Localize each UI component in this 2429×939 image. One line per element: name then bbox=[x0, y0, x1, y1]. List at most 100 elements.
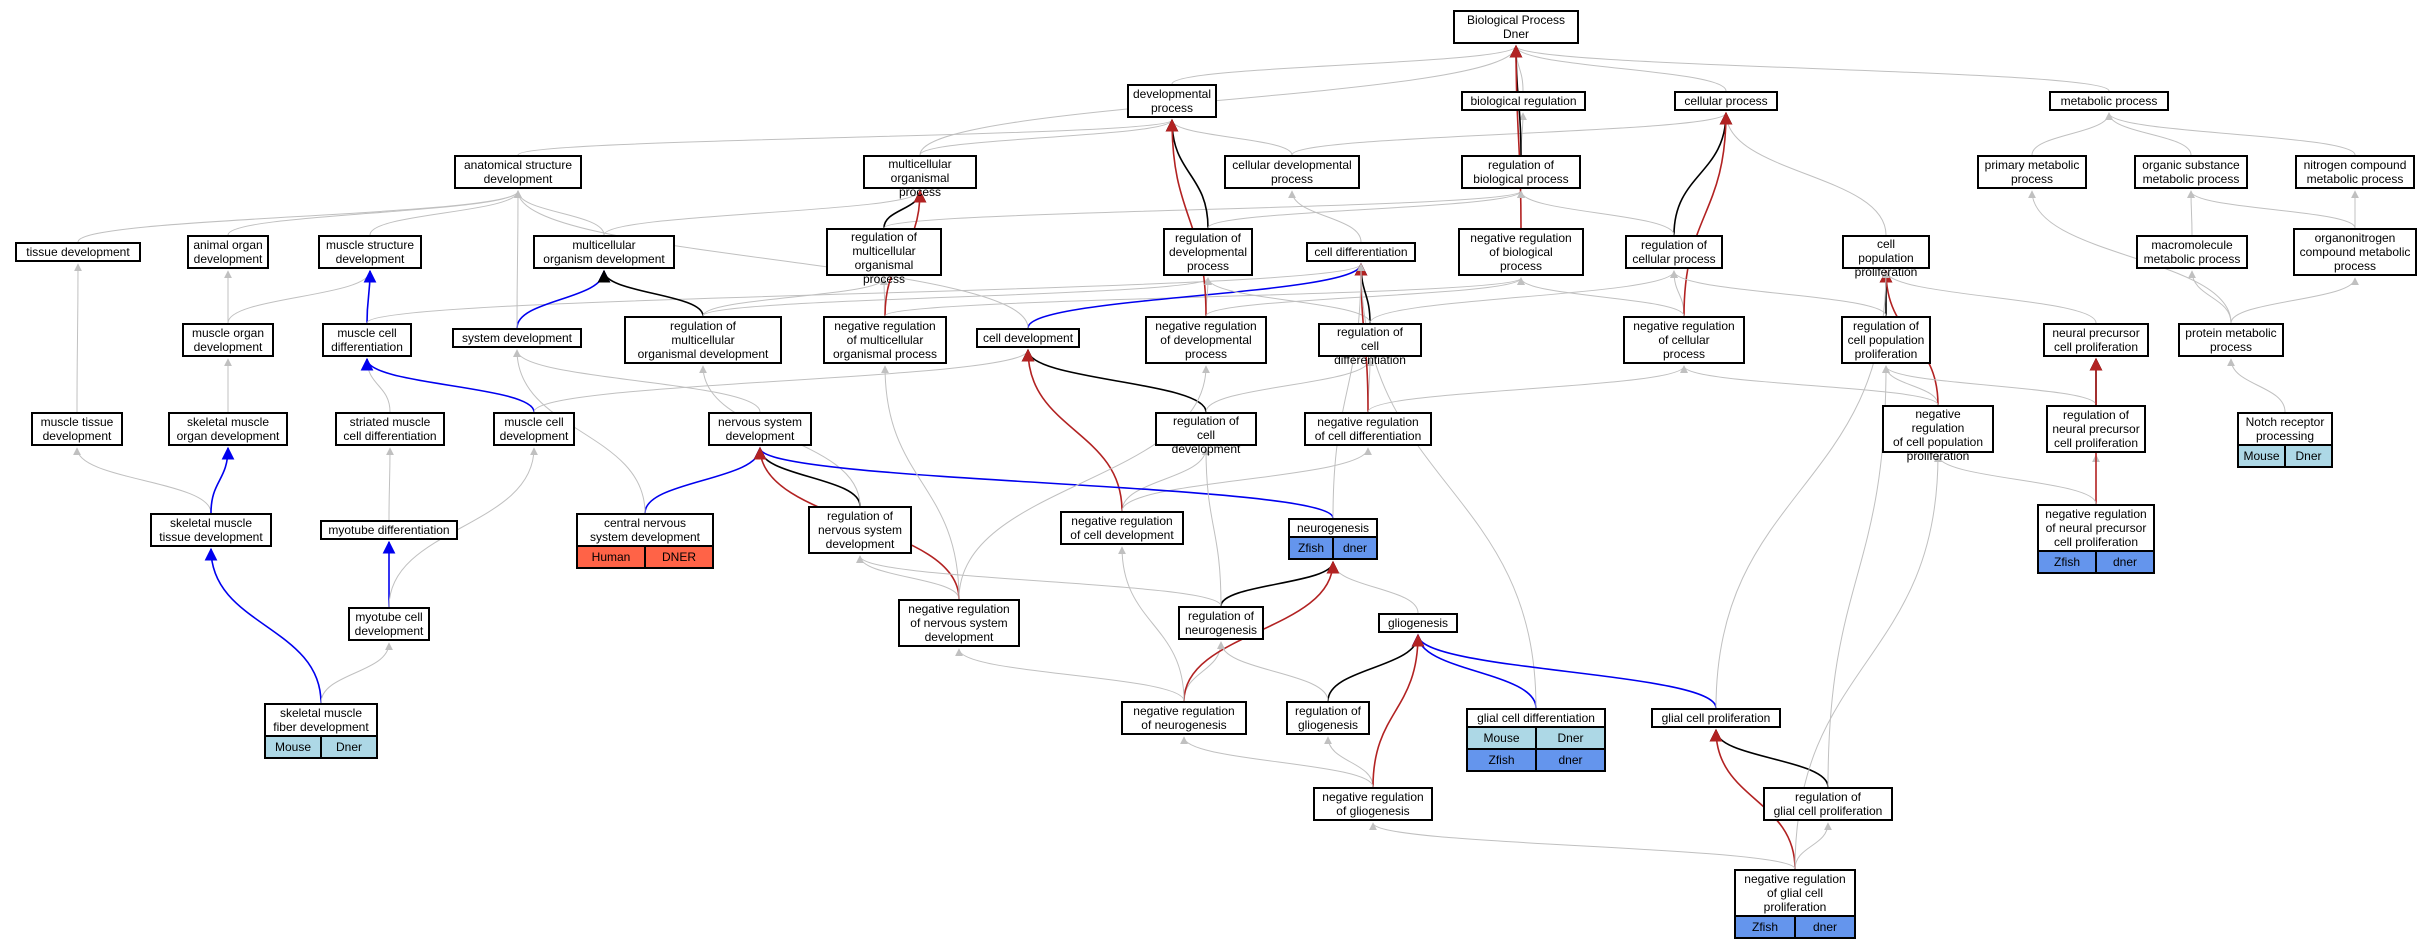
node-label: regulation of cellular process bbox=[1632, 238, 1716, 266]
node-label: muscle cell development bbox=[499, 415, 569, 443]
edge-cellpop-to-cellproc bbox=[1722, 112, 1887, 236]
edge-sysdev-to-multiorg bbox=[516, 269, 611, 329]
edge-glialprolif-to-gliogen bbox=[1411, 633, 1717, 709]
node-negregglialprolif[interactable]: negative regulation of glial cell prolif… bbox=[1734, 869, 1856, 939]
node-organonit[interactable]: organonitrogen compound metabolic proces… bbox=[2293, 228, 2417, 276]
node-negreggliogen[interactable]: negative regulation of gliogenesis bbox=[1313, 787, 1433, 821]
edge-negregmulti-to-negregbio bbox=[884, 277, 1525, 317]
node-muscdiff[interactable]: muscle cell differentiation bbox=[322, 323, 412, 357]
node-label: animal organ development bbox=[193, 238, 263, 266]
node-negregcell[interactable]: negative regulation of cellular process bbox=[1623, 316, 1745, 364]
edge-animorgan-to-anat bbox=[227, 190, 522, 236]
edge-regcelldev-to-celldev bbox=[1021, 348, 1207, 413]
node-skelorgan[interactable]: skeletal muscle organ development bbox=[168, 412, 288, 446]
node-primmet[interactable]: primary metabolic process bbox=[1977, 155, 2087, 189]
node-label: regulation of developmental process bbox=[1168, 231, 1248, 273]
node-negregneurprec[interactable]: negative regulation of neural precursor … bbox=[2037, 504, 2155, 574]
node-orgsub[interactable]: organic substance metabolic process bbox=[2134, 155, 2248, 189]
node-mustissue[interactable]: muscle tissue development bbox=[31, 412, 123, 446]
node-anat[interactable]: anatomical structure development bbox=[454, 155, 582, 189]
node-label: anatomical structure development bbox=[463, 158, 573, 186]
node-celldevproc[interactable]: cellular developmental process bbox=[1224, 155, 1360, 189]
node-label: central nervous system development bbox=[589, 516, 701, 544]
node-regdev[interactable]: regulation of developmental process bbox=[1163, 228, 1253, 276]
species-cell: Zfish bbox=[2053, 555, 2080, 569]
gene-cell: dner bbox=[1535, 750, 1604, 770]
node-skeltissue[interactable]: skeletal muscle tissue development bbox=[150, 513, 272, 547]
node-nervdev[interactable]: nervous system development bbox=[708, 412, 812, 446]
node-myotdiff[interactable]: myotube differentiation bbox=[320, 520, 458, 540]
node-negregneurogen[interactable]: negative regulation of neurogenesis bbox=[1121, 701, 1247, 735]
edge-nervdev-to-sysdev bbox=[513, 349, 761, 413]
node-negregmulti[interactable]: negative regulation of multicellular org… bbox=[823, 316, 947, 364]
node-multiorg[interactable]: multicellular organism development bbox=[533, 235, 675, 269]
node-sysdev[interactable]: system development bbox=[452, 328, 582, 348]
node-animorgan[interactable]: animal organ development bbox=[187, 235, 269, 269]
node-myotdev[interactable]: myotube cell development bbox=[348, 607, 430, 641]
edge-cns-to-nervdev bbox=[644, 446, 767, 514]
node-label: myotube cell development bbox=[354, 610, 424, 638]
node-label: protein metabolic process bbox=[2185, 326, 2277, 354]
node-musstruct[interactable]: muscle structure development bbox=[318, 235, 422, 269]
node-negregcelldev[interactable]: negative regulation of cell development bbox=[1060, 511, 1184, 545]
node-bioreg[interactable]: biological regulation bbox=[1461, 91, 1586, 111]
node-regbio[interactable]: regulation of biological process bbox=[1461, 155, 1581, 189]
node-gliogen[interactable]: gliogenesis bbox=[1378, 613, 1458, 633]
node-negregcelldiff[interactable]: negative regulation of cell differentiat… bbox=[1304, 412, 1432, 446]
node-tissuedev[interactable]: tissue development bbox=[15, 242, 141, 262]
edge-macromol-to-orgsub bbox=[2187, 190, 2196, 236]
edge-metab-to-bp bbox=[1512, 45, 2110, 92]
node-reggliogen[interactable]: regulation of gliogenesis bbox=[1286, 701, 1370, 735]
node-devproc[interactable]: developmental process bbox=[1127, 84, 1217, 118]
node-regcellproc[interactable]: regulation of cellular process bbox=[1625, 235, 1723, 269]
node-bp[interactable]: Biological Process Dner bbox=[1453, 10, 1579, 44]
node-regmultidev[interactable]: regulation of multicellular organismal d… bbox=[624, 316, 782, 364]
node-label: tissue development bbox=[26, 245, 130, 259]
node-nitro[interactable]: nitrogen compound metabolic process bbox=[2295, 155, 2415, 189]
edge-muscdiff-to-celldiff bbox=[366, 263, 1365, 324]
edge-cellproc-to-bp bbox=[1512, 45, 1727, 92]
node-negregdev[interactable]: negative regulation of developmental pro… bbox=[1145, 316, 1267, 364]
node-label: myotube differentiation bbox=[328, 523, 450, 537]
node-label: regulation of biological process bbox=[1473, 158, 1569, 186]
node-celldiff[interactable]: cell differentiation bbox=[1306, 242, 1416, 262]
node-negregcellpop[interactable]: negative regulation of cell population p… bbox=[1882, 405, 1994, 463]
node-metab[interactable]: metabolic process bbox=[2049, 91, 2169, 111]
node-negregbio[interactable]: negative regulation of biological proces… bbox=[1458, 228, 1584, 276]
node-glialprolif[interactable]: glial cell proliferation bbox=[1651, 708, 1781, 728]
node-regneurprec[interactable]: regulation of neural precursor cell prol… bbox=[2046, 405, 2146, 453]
node-regcellpop[interactable]: regulation of cell population proliferat… bbox=[1841, 316, 1931, 364]
node-regmulti[interactable]: regulation of multicellular organismal p… bbox=[826, 228, 942, 286]
edge-regneurprec-to-regcellpop bbox=[1882, 365, 2097, 406]
edge-musstruct-to-anat bbox=[369, 190, 522, 236]
node-regglialprolif[interactable]: regulation of glial cell proliferation bbox=[1763, 787, 1893, 821]
node-regcelldev[interactable]: regulation of cell development bbox=[1155, 412, 1257, 456]
node-label: cellular process bbox=[1684, 94, 1768, 108]
node-multiproc[interactable]: multicellular organismal process bbox=[863, 155, 977, 199]
node-muscelldev[interactable]: muscle cell development bbox=[493, 412, 575, 446]
node-regneurogen[interactable]: regulation of neurogenesis bbox=[1178, 606, 1264, 640]
node-protmet[interactable]: protein metabolic process bbox=[2178, 323, 2284, 357]
node-label: nitrogen compound metabolic process bbox=[2303, 158, 2407, 186]
node-regnervdev[interactable]: regulation of nervous system development bbox=[808, 506, 912, 554]
node-macromol[interactable]: macromolecule metabolic process bbox=[2136, 235, 2248, 269]
node-regcelldiff[interactable]: regulation of cell differentiation bbox=[1318, 323, 1422, 367]
edge-regmulti-to-regbio bbox=[883, 190, 1525, 229]
node-musorgan[interactable]: muscle organ development bbox=[182, 323, 274, 357]
edge-myotdiff-to-striated bbox=[385, 447, 394, 521]
node-label: gliogenesis bbox=[1387, 616, 1449, 630]
node-cellpop[interactable]: cell population proliferation bbox=[1842, 235, 1930, 279]
node-negregnervdev[interactable]: negative regulation of nervous system de… bbox=[898, 599, 1020, 647]
node-celldev[interactable]: cell development bbox=[976, 328, 1080, 348]
edge-regneurogen-to-regnervdev bbox=[856, 555, 1222, 607]
edge-myotdev-to-muscelldev bbox=[388, 447, 538, 608]
node-striated[interactable]: striated muscle cell differentiation bbox=[335, 412, 445, 446]
node-neurprec[interactable]: neural precursor cell proliferation bbox=[2043, 323, 2149, 357]
node-cellproc[interactable]: cellular process bbox=[1674, 91, 1778, 111]
